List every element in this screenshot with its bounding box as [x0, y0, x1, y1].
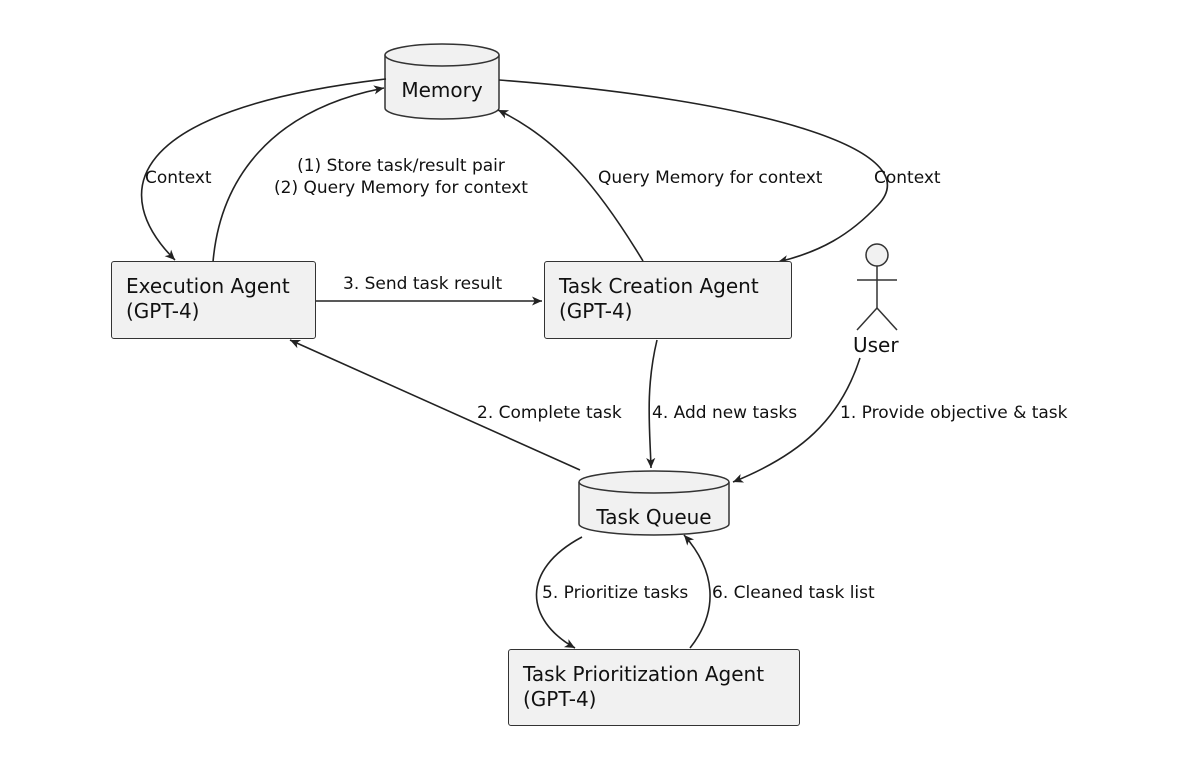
execution-agent-model: (GPT-4) — [126, 299, 200, 323]
edge-queue-to-execution — [289, 339, 581, 471]
task-creation-agent-node: Task Creation Agent (GPT-4) — [544, 261, 792, 339]
edge-queue-to-prioritization — [535, 536, 583, 649]
task-prioritization-agent-name: Task Prioritization Agent — [523, 662, 765, 686]
edge-label-creation-to-memory: Query Memory for context — [598, 168, 823, 188]
edge-label-memory-to-execution: Context — [145, 168, 212, 188]
task-prioritization-agent-model: (GPT-4) — [523, 687, 597, 711]
edge-label-creation-to-queue: 4. Add new tasks — [652, 403, 798, 423]
task-creation-agent-model: (GPT-4) — [559, 299, 633, 323]
user-actor-icon — [856, 243, 898, 331]
edge-creation-to-queue — [646, 339, 658, 469]
edge-creation-to-memory — [497, 109, 644, 262]
edge-label-execution-to-memory-line1: (1) Store task/result pair — [297, 156, 505, 176]
memory-node-label: Memory — [401, 78, 483, 102]
edge-label-execution-to-creation: 3. Send task result — [343, 274, 503, 294]
execution-agent-node: Execution Agent (GPT-4) — [111, 261, 316, 339]
edge-label-execution-to-memory-line2: (2) Query Memory for context — [274, 178, 528, 198]
edge-execution-to-memory — [212, 85, 385, 263]
task-prioritization-agent-node: Task Prioritization Agent (GPT-4) — [508, 649, 800, 726]
task-queue-node-label: Task Queue — [596, 505, 712, 529]
edge-label-queue-to-prioritization: 5. Prioritize tasks — [542, 583, 689, 603]
edge-prioritization-to-queue — [683, 534, 711, 649]
execution-agent-name: Execution Agent — [126, 274, 290, 298]
edge-label-queue-to-execution: 2. Complete task — [477, 403, 622, 423]
edge-label-user-to-queue: 1. Provide objective & task — [840, 403, 1068, 423]
edge-label-memory-to-creation: Context — [874, 168, 941, 188]
edge-memory-to-creation — [498, 79, 889, 265]
edge-memory-to-execution — [140, 78, 387, 261]
task-creation-agent-name: Task Creation Agent — [559, 274, 759, 298]
task-queue-database-shape — [578, 470, 730, 536]
user-actor-label: User — [853, 333, 899, 357]
edge-user-to-queue — [732, 357, 861, 483]
memory-database-shape — [384, 43, 500, 120]
edge-label-prioritization-to-queue: 6. Cleaned task list — [712, 583, 875, 603]
